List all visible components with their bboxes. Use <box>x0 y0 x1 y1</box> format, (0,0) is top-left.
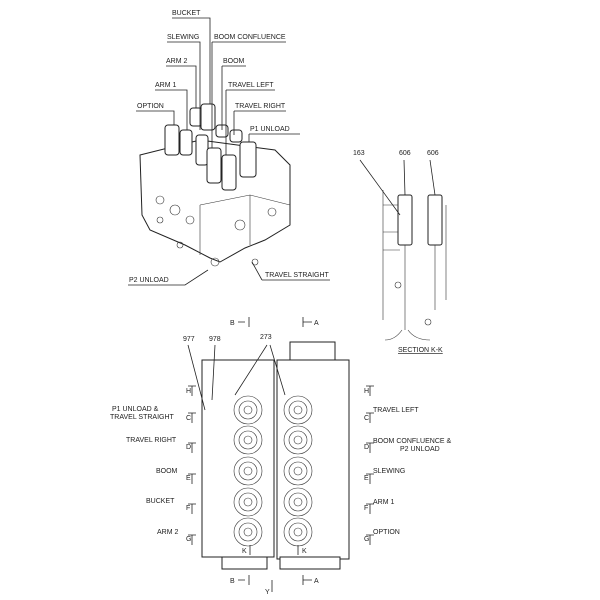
label-arm2: ARM 2 <box>166 58 188 65</box>
spool-caps <box>164 103 257 191</box>
isometric-valve-view: BUCKET SLEWING BOOM CONFLUENCE ARM 2 BOO… <box>128 10 330 286</box>
section-tick <box>366 534 374 545</box>
label-arm1: ARM 1 <box>155 82 177 89</box>
right-label-3: ARM 1 <box>373 499 395 506</box>
spool-port <box>243 497 253 507</box>
section-tick <box>366 473 374 484</box>
spool-port <box>293 497 303 507</box>
section-tick <box>366 385 374 396</box>
right-labels: H TRAVEL LEFT C BOOM CONFLUENCE & P2 UNL… <box>364 388 452 543</box>
spool-port <box>293 527 303 537</box>
section-tick <box>366 442 374 453</box>
spool-port <box>243 466 253 476</box>
section-letter-h-right: H <box>364 388 369 395</box>
section-letter: C <box>186 415 191 422</box>
left-label-2: BOOM <box>156 468 178 475</box>
callout-978: 978 <box>209 336 221 343</box>
right-label-1-line2: P2 UNLOAD <box>400 446 440 453</box>
spool-port <box>293 405 303 415</box>
callout-606-a: 606 <box>399 150 411 157</box>
left-label-0-line1: P1 UNLOAD & <box>112 406 159 413</box>
left-label-1: TRAVEL RIGHT <box>126 437 177 444</box>
label-bucket: BUCKET <box>172 10 201 17</box>
spool-port <box>238 461 258 481</box>
spool-port <box>293 466 303 476</box>
section-kk-view: 163 606 606 SECTION K-K <box>353 150 447 354</box>
spool-port <box>238 522 258 542</box>
label-boom: BOOM <box>223 58 245 65</box>
spool-port <box>288 430 308 450</box>
right-label-1-line1: BOOM CONFLUENCE & <box>373 438 452 445</box>
label-p2-unload: P2 UNLOAD <box>129 277 169 284</box>
section-tick <box>366 412 374 423</box>
spool-port <box>233 487 263 517</box>
section-letter: F <box>364 505 368 512</box>
section-tick <box>188 385 196 396</box>
left-label-0-line2: TRAVEL STRAIGHT <box>110 414 175 421</box>
callout-273: 273 <box>260 334 272 341</box>
view-mark-y: Y <box>265 589 270 596</box>
section-letter: E <box>364 475 369 482</box>
label-option: OPTION <box>137 103 164 110</box>
spool-port <box>238 430 258 450</box>
section-letter: G <box>364 536 369 543</box>
section-mark-b-top: B <box>230 320 235 327</box>
section-letter: F <box>186 505 190 512</box>
spool-port <box>243 527 253 537</box>
spool-port <box>288 461 308 481</box>
section-mark-a-top: A <box>314 320 319 327</box>
spool-port <box>283 395 313 425</box>
section-tick <box>366 503 374 514</box>
label-travel-left: TRAVEL LEFT <box>228 82 274 89</box>
section-tick <box>188 442 196 453</box>
callout-606-b: 606 <box>427 150 439 157</box>
right-label-2: SLEWING <box>373 468 405 475</box>
left-label-4: ARM 2 <box>157 529 179 536</box>
spool-port <box>233 425 263 455</box>
section-tick <box>188 503 196 514</box>
label-travel-right: TRAVEL RIGHT <box>235 103 286 110</box>
section-letter: C <box>364 415 369 422</box>
spool-port <box>283 456 313 486</box>
label-travel-straight: TRAVEL STRAIGHT <box>265 272 330 279</box>
section-letter: E <box>186 475 191 482</box>
spool-port <box>283 425 313 455</box>
section-letter: D <box>186 444 191 451</box>
section-tick <box>188 534 196 545</box>
spool-port <box>233 395 263 425</box>
spool-port <box>233 456 263 486</box>
right-label-0: TRAVEL LEFT <box>373 407 419 414</box>
left-label-3: BUCKET <box>146 498 175 505</box>
spool-port <box>293 435 303 445</box>
left-labels: H P1 UNLOAD & TRAVEL STRAIGHT C TRAVEL R… <box>110 388 191 543</box>
spool-port <box>238 400 258 420</box>
spool-port <box>283 487 313 517</box>
section-tick <box>188 412 196 423</box>
label-boom-confluence: BOOM CONFLUENCE <box>214 34 286 41</box>
spool-port <box>288 522 308 542</box>
spool-port <box>238 492 258 512</box>
section-letter: D <box>364 444 369 451</box>
label-slewing: SLEWING <box>167 34 199 41</box>
section-tick <box>188 473 196 484</box>
callout-163: 163 <box>353 150 365 157</box>
section-mark-a-bottom: A <box>314 578 319 585</box>
right-label-4: OPTION <box>373 529 400 536</box>
section-mark-b-bottom: B <box>230 578 235 585</box>
section-letter-h-left: H <box>186 388 191 395</box>
section-mark-k-right: K <box>302 548 307 555</box>
spool-port <box>243 405 253 415</box>
spool-port <box>288 492 308 512</box>
section-mark-k-left: K <box>242 548 247 555</box>
bottom-valve-view: 977 978 273 B A B A Y K K H P1 UNLOAD & … <box>110 317 452 596</box>
label-p1-unload: P1 UNLOAD <box>250 126 290 133</box>
section-title: SECTION K-K <box>398 347 443 354</box>
spool-port <box>288 400 308 420</box>
section-letter: G <box>186 536 191 543</box>
callout-977: 977 <box>183 336 195 343</box>
spool-port <box>233 517 263 547</box>
spool-port <box>243 435 253 445</box>
